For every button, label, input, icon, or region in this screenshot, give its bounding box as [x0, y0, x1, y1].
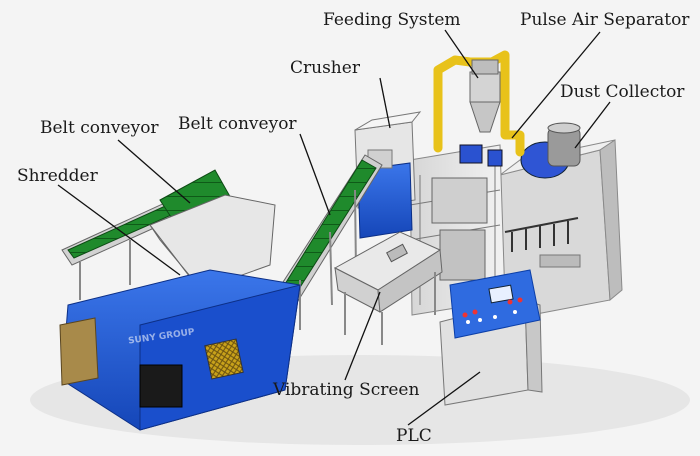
label-dust-collector: Dust Collector [560, 82, 685, 102]
label-plc: PLC [396, 426, 432, 446]
plc-cabinet [439, 269, 543, 406]
label-belt-conveyor-left: Belt conveyor [40, 118, 159, 138]
leader-lines [57, 29, 611, 426]
vibrating-screen-unit [333, 231, 443, 345]
label-vibrating-screen: Vibrating Screen [273, 380, 420, 400]
dust-collector-unit [499, 122, 623, 321]
label-crusher: Crusher [290, 58, 360, 78]
shredder-unit [59, 194, 301, 431]
cyclone [469, 59, 501, 133]
label-belt-conveyor-right: Belt conveyor [178, 114, 297, 134]
label-feeding-system: Feeding System [323, 10, 461, 30]
label-shredder: Shredder [17, 166, 98, 186]
belt-conveyor-right-unit [264, 154, 383, 335]
label-pulse-air-separator: Pulse Air Separator [520, 10, 690, 30]
